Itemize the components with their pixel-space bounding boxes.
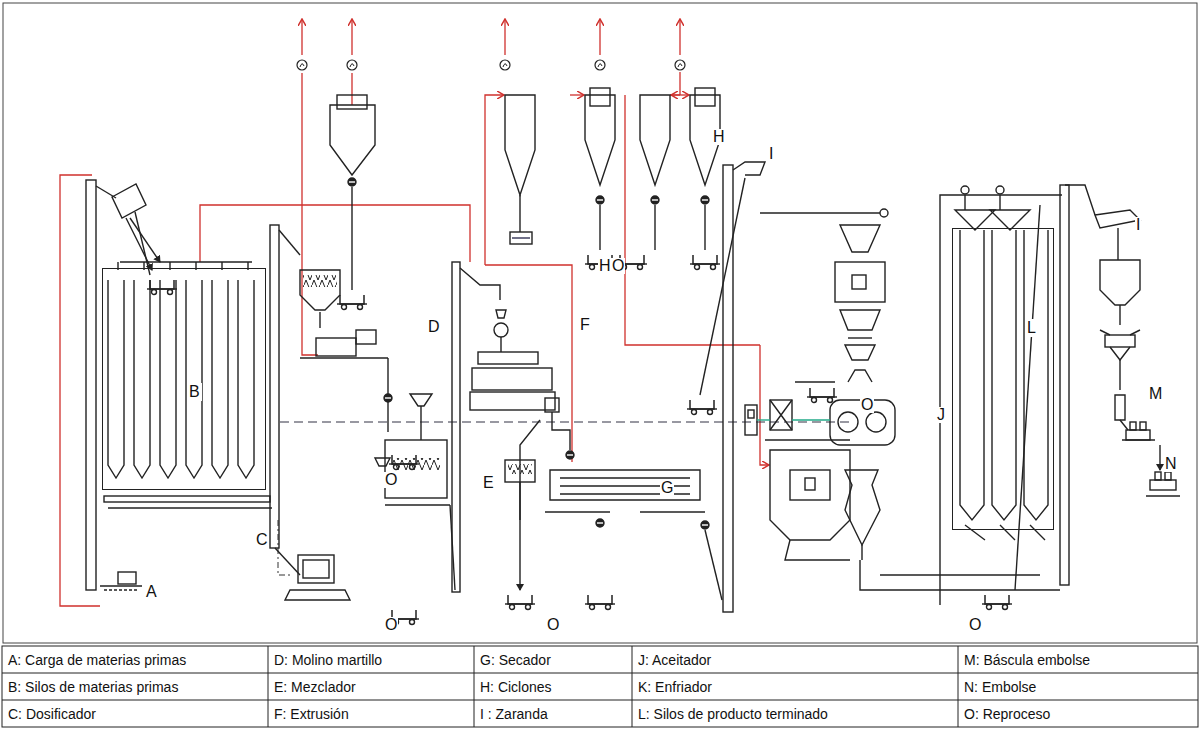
silo-bank: L [952, 228, 1054, 530]
legend-cell: D: Molino martillo [274, 653, 382, 667]
callout-letter: J [936, 407, 946, 423]
part-letter: B [187, 383, 202, 401]
callout-letter: N [1164, 456, 1178, 472]
callout-letter: G [660, 480, 674, 496]
callout-letter: O [611, 258, 625, 274]
legend-cell: M: Báscula embolse [964, 653, 1090, 667]
part-letter: L [1025, 319, 1038, 337]
legend-cell: A: Carga de materias primas [8, 653, 186, 667]
legend-cell: H: Ciclones [480, 680, 552, 694]
callout-letter: I [1135, 217, 1141, 233]
callout-letter: O [384, 472, 398, 488]
legend-cell: J: Aceitador [638, 653, 711, 667]
callout-letter: O [546, 617, 560, 633]
callout-letter: C [255, 532, 269, 548]
callout-letter: M [1148, 386, 1163, 402]
callout-letter: O [384, 617, 398, 633]
callout-letter: O [968, 617, 982, 633]
callout-letter: O [860, 397, 874, 413]
callout-letter: E [482, 475, 495, 491]
legend-cell: I : Zaranda [480, 707, 548, 721]
legend-cell: K: Enfriador [638, 680, 712, 694]
callout-letter: I [768, 146, 774, 162]
callout-letter: F [579, 317, 591, 333]
legend-cell: O: Reproceso [964, 707, 1050, 721]
legend-cell: N: Embolse [964, 680, 1036, 694]
callout-letter: A [145, 584, 158, 600]
legend-cell: G: Secador [480, 653, 551, 667]
legend-cell: B: Silos de materias primas [8, 680, 178, 694]
callout-letter: H [712, 129, 726, 145]
silo-bank: B [102, 268, 266, 490]
callout-letter: D [427, 319, 441, 335]
callout-letter: H [598, 258, 612, 274]
legend-cell: E: Mezclador [274, 680, 356, 694]
legend-cell: F: Extrusión [274, 707, 349, 721]
legend-cell: L: Silos de producto terminado [638, 707, 828, 721]
legend-cell: C: Dosificador [8, 707, 96, 721]
